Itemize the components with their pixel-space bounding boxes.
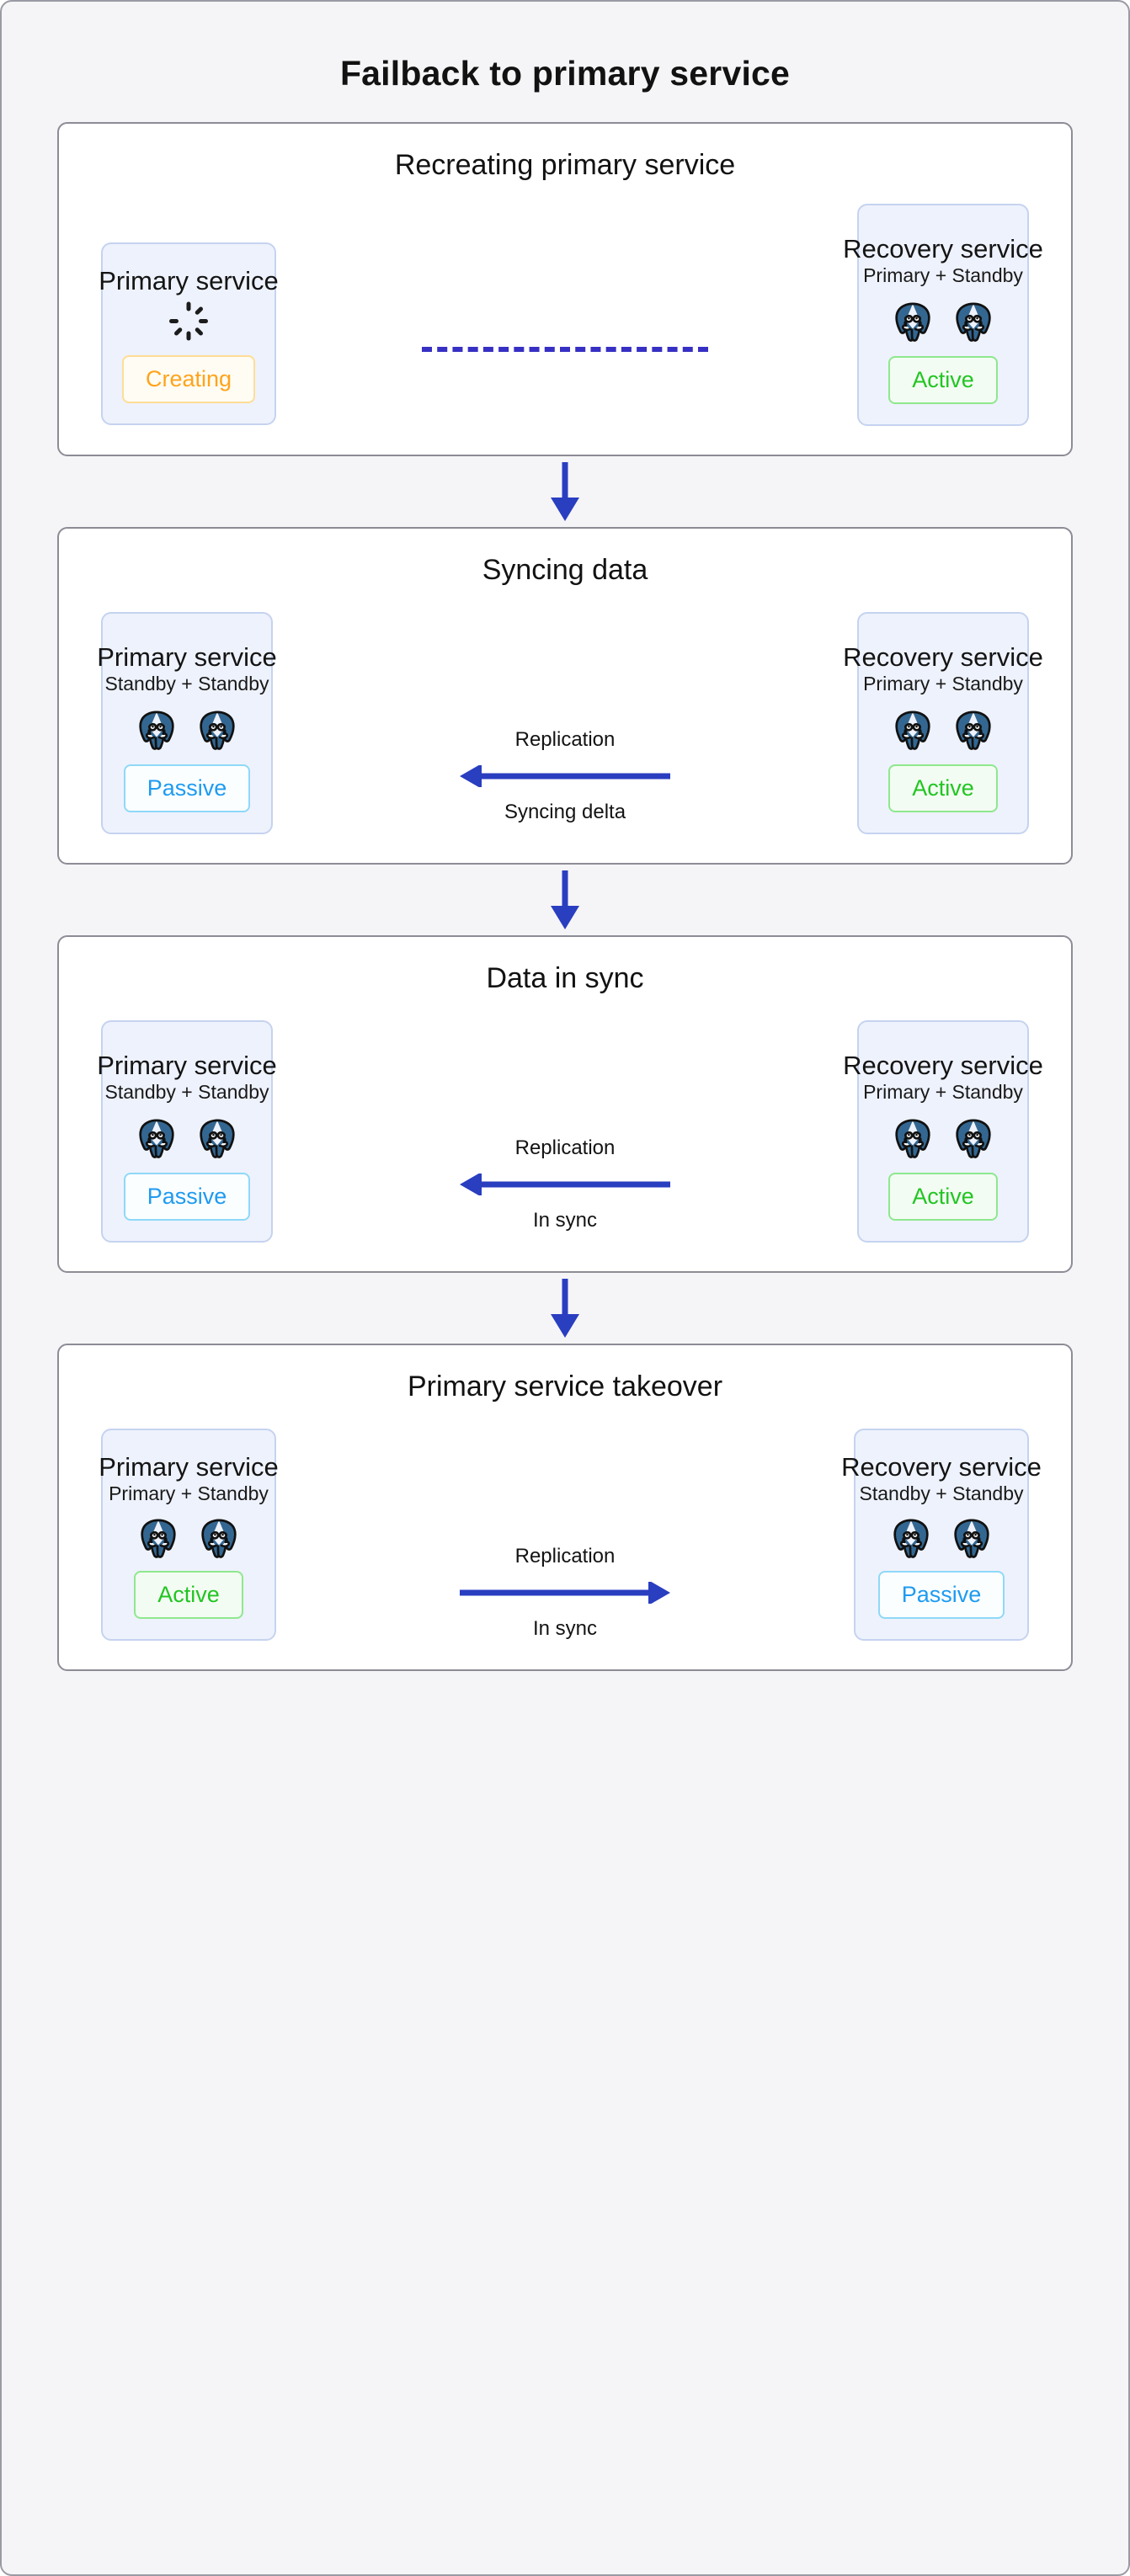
stage-title: Data in sync	[486, 962, 644, 994]
right-service-card[interactable]: Recovery service Primary + Standby	[843, 612, 1043, 834]
left-status-badge[interactable]: Passive	[123, 1173, 251, 1221]
postgres-elephant-icon	[139, 711, 174, 750]
right-service-roles: Primary + Standby	[863, 264, 1023, 286]
postgres-elephant-icon	[956, 711, 991, 750]
arrow-down-icon	[551, 462, 579, 521]
stage-body: Primary service Standby + Standby	[59, 995, 1071, 1243]
connector-label-bottom: In sync	[532, 1617, 598, 1640]
postgres-elephant-icon	[893, 1519, 929, 1558]
stage-data-in-sync: Data in sync Primary service Standby + S…	[57, 935, 1073, 1273]
postgres-elephant-icon	[895, 1119, 930, 1158]
postgres-elephant-icon	[139, 1119, 174, 1158]
left-service-name: Primary service	[99, 266, 279, 295]
left-status-badge[interactable]: Active	[134, 1571, 243, 1619]
postgres-elephant-icon	[956, 1119, 991, 1158]
connector-label-top: Replication	[514, 728, 616, 751]
left-node-icons	[134, 1115, 240, 1161]
right-node-icons	[890, 1115, 996, 1161]
postgres-elephant-icon	[956, 302, 991, 342]
stage-primary-service-takeover: Primary service takeover Primary service…	[57, 1344, 1073, 1671]
stage-connector	[422, 347, 708, 352]
stage-title: Primary service takeover	[407, 1370, 723, 1402]
left-status-badge[interactable]: Creating	[121, 355, 256, 403]
left-service-name: Primary service	[97, 1051, 277, 1080]
right-service-card[interactable]: Recovery service Primary + Standby	[843, 1020, 1043, 1243]
left-status-badge[interactable]: Passive	[123, 764, 251, 812]
left-node-icons	[136, 1515, 242, 1561]
left-service-card[interactable]: Primary service Standby + Standby	[97, 1020, 277, 1243]
arrow-down-icon	[551, 1279, 579, 1338]
pending-connection-line	[422, 347, 708, 352]
postgres-elephant-icon	[200, 711, 235, 750]
stage-body: Primary service Primary + Standby	[59, 1403, 1071, 1641]
right-service-roles: Standby + Standby	[859, 1482, 1024, 1504]
stage-title: Syncing data	[482, 554, 648, 586]
left-service-name: Primary service	[97, 642, 277, 672]
connector-label-bottom: Syncing delta	[504, 801, 626, 823]
right-node-icons	[890, 299, 996, 344]
arrow-down-icon	[551, 870, 579, 929]
right-service-name: Recovery service	[843, 1051, 1043, 1080]
right-status-badge[interactable]: Active	[888, 764, 998, 812]
stage-list: Recreating primary service Primary servi…	[2, 122, 1128, 1671]
stage-connector: Replication Syncing delta	[460, 728, 670, 824]
left-node-icons	[134, 707, 240, 753]
postgres-elephant-icon	[141, 1519, 176, 1558]
right-status-badge[interactable]: Active	[888, 356, 998, 404]
stage-flow-arrow-1	[57, 456, 1073, 527]
stage-recreating-primary-service: Recreating primary service Primary servi…	[57, 122, 1073, 456]
replication-arrow-left-icon	[460, 765, 670, 787]
right-status-badge[interactable]: Active	[888, 1173, 998, 1221]
right-service-name: Recovery service	[841, 1452, 1042, 1482]
replication-arrow-left-icon	[460, 1174, 670, 1195]
connector-label-top: Replication	[514, 1545, 616, 1567]
left-service-card[interactable]: Primary service Primary + Standby	[99, 1429, 279, 1641]
postgres-elephant-icon	[895, 711, 930, 750]
stage-body: Primary service Creating Recovery servic…	[59, 182, 1071, 426]
page-title: Failback to primary service	[339, 54, 791, 93]
postgres-elephant-icon	[201, 1519, 237, 1558]
left-service-roles: Primary + Standby	[109, 1482, 269, 1504]
stage-connector: Replication In sync	[460, 1136, 670, 1232]
stage-body: Primary service Standby + Standby	[59, 587, 1071, 834]
right-service-card[interactable]: Recovery service Primary + Standby	[843, 204, 1043, 426]
left-service-card[interactable]: Primary service Standby + Standby	[97, 612, 277, 834]
connector-label-top: Replication	[514, 1136, 616, 1159]
replication-arrow-right-icon	[460, 1582, 670, 1604]
left-service-name: Primary service	[99, 1452, 279, 1482]
postgres-elephant-icon	[895, 302, 930, 342]
right-service-name: Recovery service	[843, 234, 1043, 263]
stage-flow-arrow-2	[57, 865, 1073, 935]
right-status-badge[interactable]: Passive	[877, 1571, 1005, 1619]
postgres-elephant-icon	[954, 1519, 989, 1558]
right-service-name: Recovery service	[843, 642, 1043, 672]
stage-connector: Replication In sync	[460, 1545, 670, 1641]
left-service-card[interactable]: Primary service Creating	[99, 242, 279, 425]
postgres-elephant-icon	[200, 1119, 235, 1158]
stage-syncing-data: Syncing data Primary service Standby + S…	[57, 527, 1073, 865]
right-service-roles: Primary + Standby	[863, 673, 1023, 695]
left-service-roles: Standby + Standby	[104, 673, 269, 695]
stage-flow-arrow-3	[57, 1273, 1073, 1344]
connector-label-bottom: In sync	[532, 1209, 598, 1232]
stage-title: Recreating primary service	[394, 149, 736, 181]
left-service-roles: Standby + Standby	[104, 1081, 269, 1103]
right-node-icons	[888, 1515, 994, 1561]
loading-spinner-icon	[169, 301, 208, 345]
right-service-roles: Primary + Standby	[863, 1081, 1023, 1103]
right-node-icons	[890, 707, 996, 753]
right-service-card[interactable]: Recovery service Standby + Standby	[841, 1429, 1042, 1641]
